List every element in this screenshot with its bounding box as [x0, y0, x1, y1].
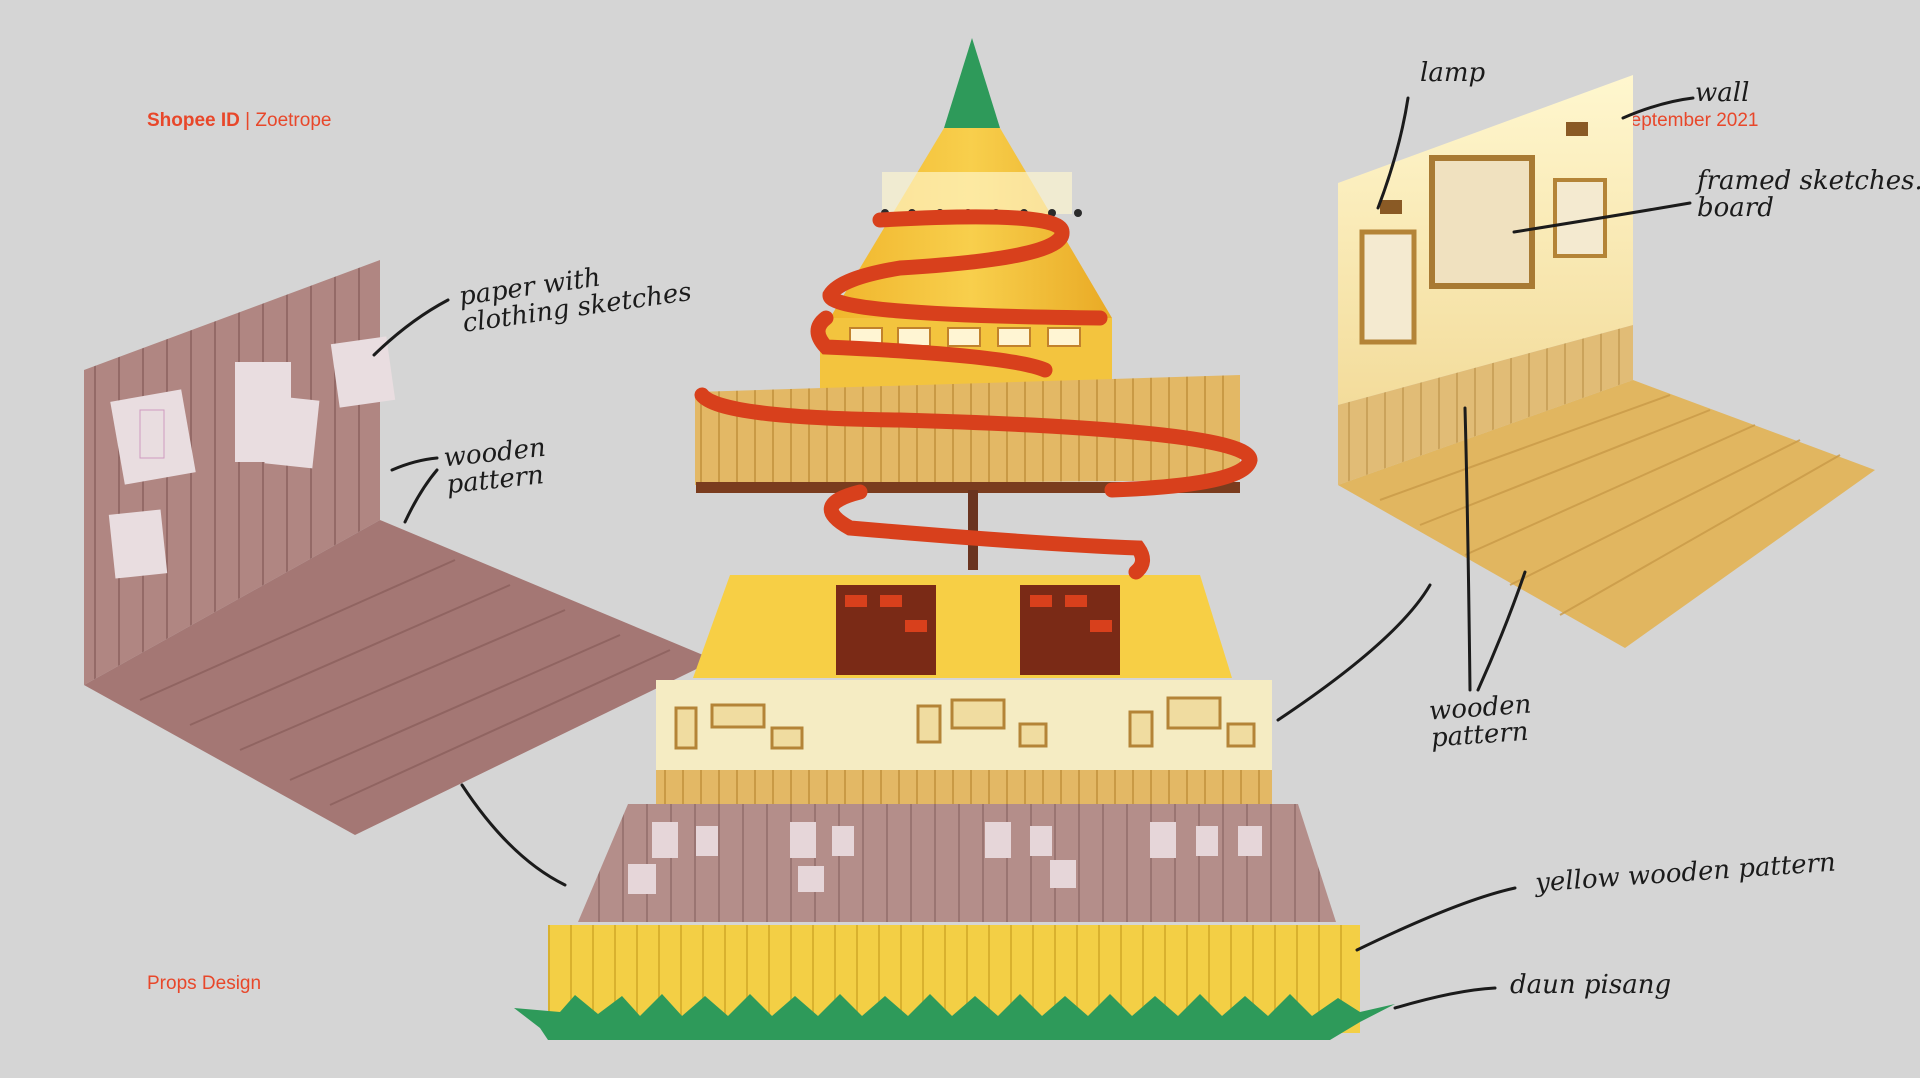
pink-tier: [578, 804, 1336, 922]
brand-name: Shopee ID: [147, 110, 240, 131]
annotation-wooden-right: wooden pattern: [1428, 690, 1534, 754]
tan-band: [656, 770, 1272, 804]
frame-left: [1359, 229, 1417, 345]
footer-label: Props Design: [147, 973, 262, 994]
yellow-floor: [1338, 380, 1875, 648]
paper-sketch-4: [330, 336, 396, 408]
lamp-box-1: [1380, 200, 1402, 214]
paper-sketch-3: [264, 395, 320, 469]
center-pole: [968, 490, 978, 570]
banana-leaf-grass: [514, 994, 1395, 1040]
annotation-wall: wall: [1695, 78, 1750, 108]
cone-tip: [944, 38, 1000, 128]
balcony-edge: [696, 482, 1240, 493]
zoetrope-cake: [514, 38, 1395, 1040]
frame-board: [1429, 155, 1535, 289]
lamp-box-2: [1566, 122, 1588, 136]
yellow-room: [1338, 75, 1875, 648]
annotation-framed-line2: board: [1697, 193, 1774, 224]
annotation-wooden-left: wooden pattern: [442, 433, 549, 501]
header-separator: |: [239, 110, 256, 131]
annotation-framed-line1: framed sketches.: [1697, 166, 1920, 196]
annotation-lamp: lamp: [1420, 58, 1486, 88]
pink-room: [84, 260, 715, 835]
annotation-lines: [372, 96, 1695, 1010]
paper-sketch-5: [108, 509, 168, 579]
shop-tier: [693, 575, 1232, 678]
annotation-daun-pisang: daun pisang: [1510, 970, 1672, 1000]
yellow-wainscot: [1338, 325, 1633, 485]
header-brand: Shopee ID | Zoetrope: [147, 110, 331, 132]
pink-floor: [84, 520, 715, 835]
header-date: September 2021: [1618, 110, 1759, 131]
balcony: [695, 375, 1240, 485]
project-name: Zoetrope: [255, 110, 332, 131]
red-ribbon: [694, 209, 1258, 580]
pink-wall: [84, 260, 380, 685]
paper-sketch-1: [110, 389, 196, 485]
annotation-framed: framed sketches. board: [1697, 166, 1920, 224]
